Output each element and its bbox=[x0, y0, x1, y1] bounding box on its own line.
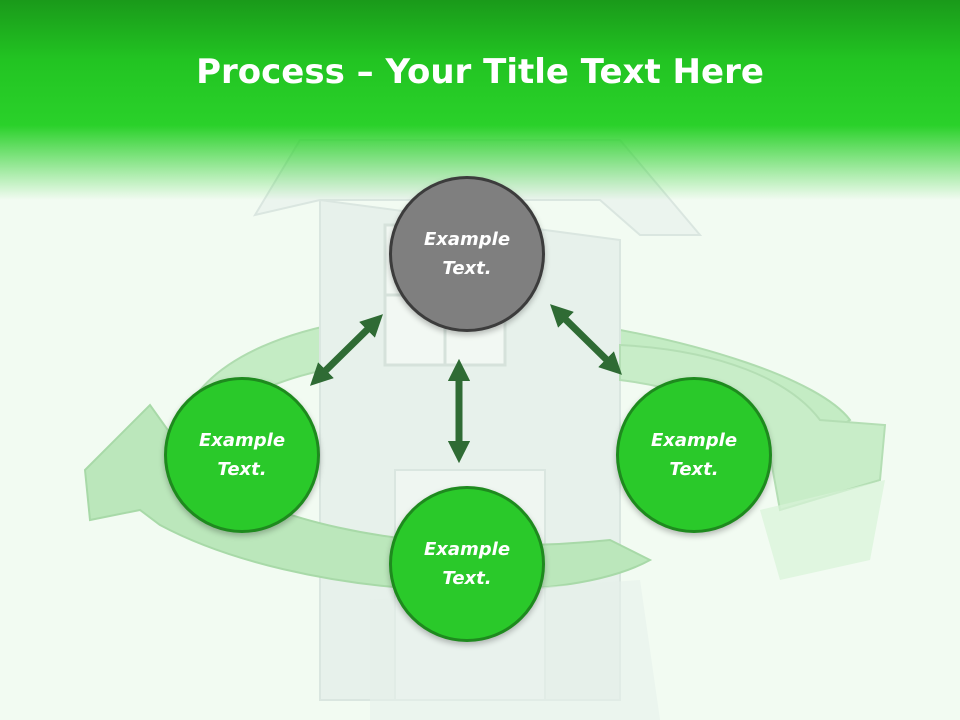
title-bold: Process bbox=[196, 52, 345, 92]
node-left[interactable]: Example Text. bbox=[164, 377, 320, 533]
node-right-line1: Example bbox=[650, 430, 738, 451]
node-right-line2: Text. bbox=[669, 459, 719, 480]
slide-title: Process – Your Title Text Here bbox=[0, 52, 960, 92]
node-bottom[interactable]: Example Text. bbox=[389, 486, 545, 642]
node-bottom-line1: Example bbox=[423, 539, 511, 560]
header-band bbox=[0, 0, 960, 200]
node-top-line1: Example bbox=[423, 229, 511, 250]
node-top-line2: Text. bbox=[442, 258, 492, 279]
node-left-line2: Text. bbox=[217, 459, 267, 480]
title-rest: – Your Title Text Here bbox=[344, 52, 764, 92]
node-bottom-line2: Text. bbox=[442, 568, 492, 589]
node-top[interactable]: Example Text. bbox=[389, 176, 545, 332]
node-right[interactable]: Example Text. bbox=[616, 377, 772, 533]
node-left-line1: Example bbox=[198, 430, 286, 451]
